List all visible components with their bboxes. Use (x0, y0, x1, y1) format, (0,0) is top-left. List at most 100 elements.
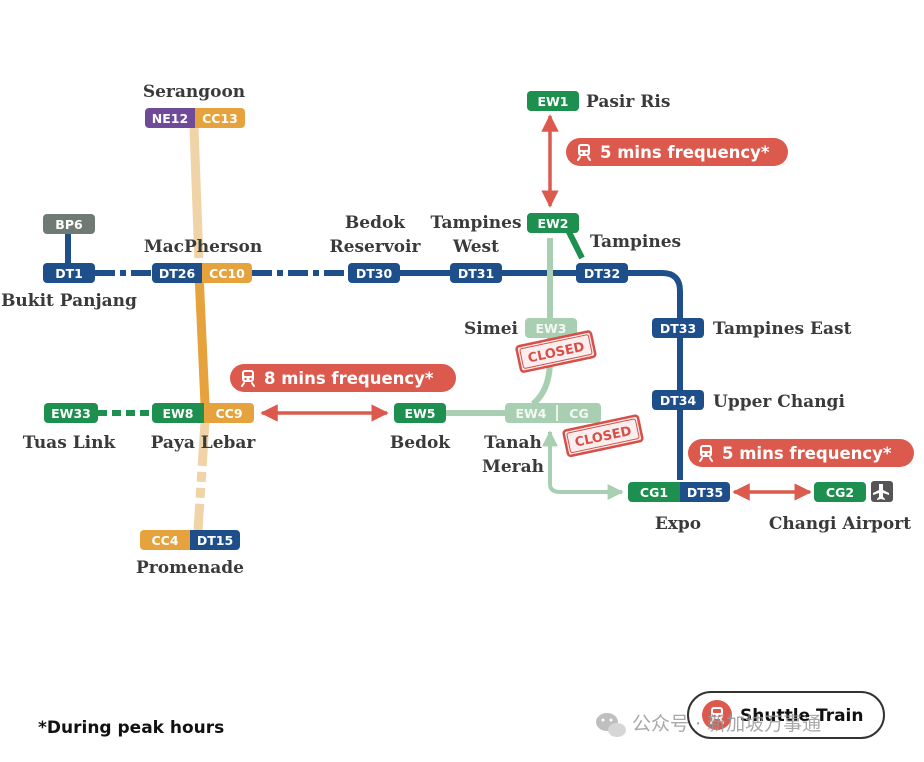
cc-line-macpherson-payalebar (194, 273, 210, 405)
code-label-ew33: EW33 (51, 406, 91, 421)
station-tampines-west[interactable]: Tampines West DT31 (430, 213, 522, 283)
code-badge-dt35 (680, 482, 730, 502)
code-badge-cc10 (202, 263, 252, 283)
station-bp6[interactable]: BP6 (43, 214, 95, 234)
code-badge-dt31 (450, 263, 502, 283)
station-pasir-ris[interactable]: EW1 Pasir Ris (527, 91, 670, 112)
station-name-upper-changi: Upper Changi (713, 392, 845, 412)
footnote-peak-hours: *During peak hours (38, 718, 224, 738)
station-name-pasir-ris: Pasir Ris (586, 92, 670, 112)
code-badge-cc9 (204, 403, 254, 423)
code-label-ew3: EW3 (535, 321, 566, 336)
station-name-tampines-west-1: Tampines (430, 213, 521, 233)
code-badge-dt32 (576, 263, 628, 283)
code-badge-dt33 (652, 318, 704, 338)
code-label-ew4: EW4 (515, 406, 546, 421)
code-label-dt1: DT1 (55, 266, 83, 281)
station-tampines[interactable]: EW2 Tampines DT32 (527, 213, 681, 283)
code-badge-ew3 (525, 318, 577, 338)
legend-shuttle-train: Shuttle Train (687, 691, 885, 739)
station-simei[interactable]: Simei EW3 (464, 318, 577, 339)
code-label-ew8: EW8 (162, 406, 193, 421)
code-label-cg: CG (569, 406, 588, 421)
station-tanah-merah[interactable]: EW4 CG Tanah Merah (482, 403, 601, 477)
station-expo[interactable]: CG1 DT35 Expo (628, 482, 730, 534)
code-label-dt30: DT30 (356, 266, 393, 281)
station-bedok-reservoir[interactable]: Bedok Reservoir DT30 (330, 213, 422, 283)
dt-line-tampines-expo (628, 270, 683, 480)
code-label-dt35: DT35 (687, 485, 723, 500)
watermark: 公众号 · 新加坡万事通 (596, 713, 821, 737)
code-badge-ew5 (394, 403, 446, 423)
station-name-bukit-panjang: Bukit Panjang (1, 291, 137, 311)
station-tampines-east[interactable]: DT33 Tampines East (652, 318, 852, 339)
code-badge-ew33 (44, 403, 98, 423)
code-badge-ew1 (527, 91, 579, 111)
station-name-changi-airport: Changi Airport (769, 514, 911, 534)
code-label-dt33: DT33 (660, 321, 696, 336)
station-name-bedok-reservoir-1: Bedok (345, 213, 406, 233)
code-badge-cc13 (195, 108, 245, 128)
cc-line-serangoon-macpherson (189, 127, 204, 263)
code-label-dt15: DT15 (197, 533, 233, 548)
code-badge-dt26 (152, 263, 202, 283)
station-serangoon[interactable]: Serangoon NE12 CC13 (143, 82, 245, 128)
airplane-icon (871, 481, 893, 502)
station-name-bedok-reservoir-2: Reservoir (330, 237, 422, 257)
code-badge-ew2 (527, 213, 579, 233)
code-badge-dt34 (652, 390, 704, 410)
station-macpherson[interactable]: MacPherson DT26 CC10 (144, 237, 262, 283)
code-badge-ne12 (145, 108, 195, 128)
station-name-tanah-merah-2: Merah (482, 457, 544, 477)
code-badge-cg (557, 403, 601, 423)
shuttle-frequency-label: 5 mins frequency* (722, 444, 892, 463)
station-name-tampines: Tampines (590, 232, 681, 252)
code-label-cg2: CG2 (826, 485, 854, 500)
station-name-tuas-link: Tuas Link (23, 433, 117, 453)
station-name-macpherson: MacPherson (144, 237, 262, 257)
code-label-cc10: CC10 (209, 266, 245, 281)
cg-link-tanahmerah-expo (542, 430, 624, 500)
station-bedok[interactable]: EW5 Bedok (390, 403, 451, 453)
shuttle-frequency-label: 5 mins frequency* (600, 143, 770, 162)
code-label-cc4: CC4 (151, 533, 178, 548)
line-cc-circle (189, 127, 210, 531)
code-label-ew1: EW1 (537, 94, 568, 109)
shuttle-frequency-label: 8 mins frequency* (264, 369, 434, 388)
shuttle-pill-expo-changi: 5 mins frequency* (688, 439, 914, 467)
code-label-dt31: DT31 (458, 266, 494, 281)
code-badge-dt15 (190, 530, 240, 550)
ew-link-tampines-dt32 (565, 228, 585, 260)
station-promenade[interactable]: CC4 DT15 Promenade (136, 530, 244, 578)
code-badge-ew4 (505, 403, 557, 423)
code-label-ew5: EW5 (404, 406, 435, 421)
legend-label: Shuttle Train (740, 706, 864, 726)
station-tuas-link[interactable]: EW33 Tuas Link (23, 403, 117, 453)
code-label-cg1: CG1 (640, 485, 668, 500)
cc-line-payalebar-promenade (193, 421, 210, 531)
code-badge-bp6 (43, 214, 95, 234)
shuttle-pill-payalebar-bedok: 8 mins frequency* (230, 364, 456, 392)
code-badge-dt30 (348, 263, 400, 283)
code-label-cc9: CC9 (215, 406, 242, 421)
station-name-tanah-merah-1: Tanah (484, 433, 542, 453)
station-name-expo: Expo (655, 514, 701, 534)
station-paya-lebar[interactable]: EW8 CC9 Paya Lebar (151, 403, 257, 453)
station-upper-changi[interactable]: DT34 Upper Changi (652, 390, 845, 412)
station-changi-airport[interactable]: CG2 Changi Airport (769, 481, 911, 534)
wechat-icon (596, 713, 626, 737)
code-label-dt34: DT34 (660, 393, 697, 408)
watermark-text: 公众号 · 新加坡万事通 (632, 713, 821, 735)
code-label-ne12: NE12 (152, 111, 188, 126)
station-name-tampines-west-2: West (452, 237, 499, 257)
code-label-cc13: CC13 (202, 111, 238, 126)
station-bukit-panjang[interactable]: DT1 Bukit Panjang (1, 263, 137, 311)
station-name-promenade: Promenade (136, 558, 244, 578)
station-name-simei: Simei (464, 319, 519, 339)
code-badge-dt1 (43, 263, 95, 283)
shuttle-pill-pasirris-tampines: 5 mins frequency* (566, 138, 788, 166)
station-name-serangoon: Serangoon (143, 82, 245, 102)
code-label-dt32: DT32 (584, 266, 620, 281)
station-name-paya-lebar: Paya Lebar (151, 433, 257, 453)
